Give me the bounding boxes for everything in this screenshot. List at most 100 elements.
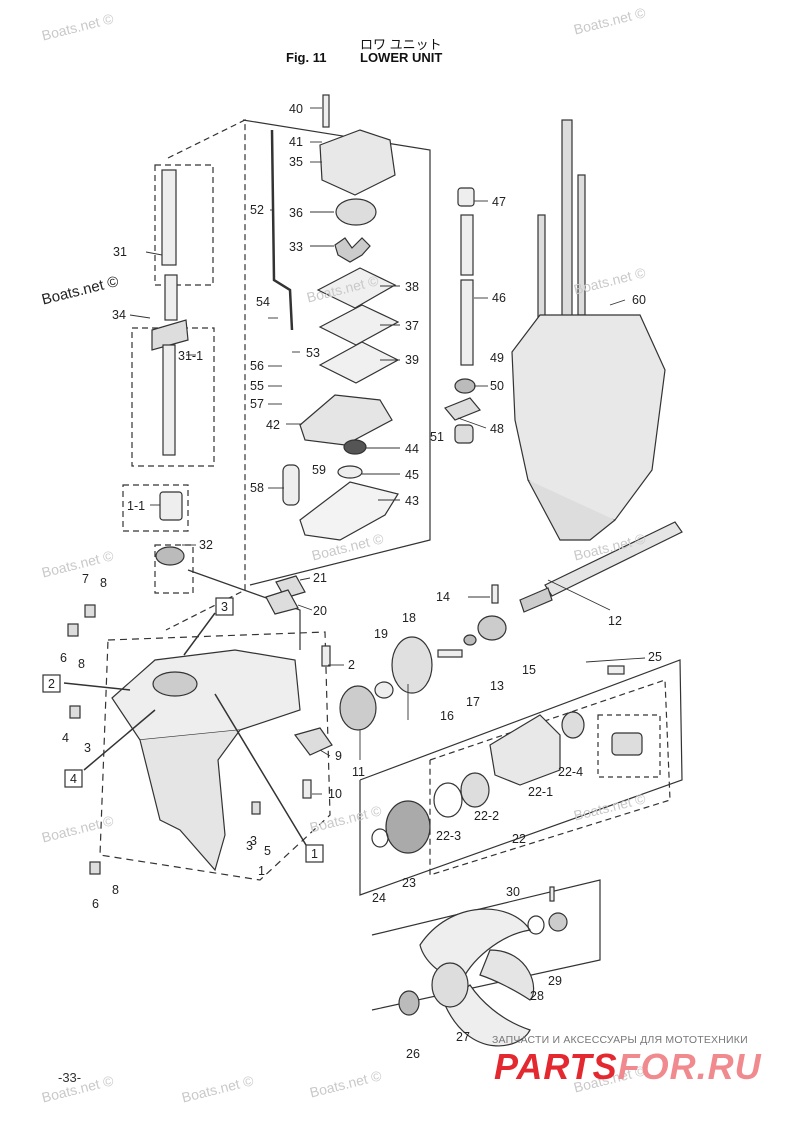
- boxed-callout-4: 4: [70, 772, 77, 786]
- callout-labels: 40 41 35 36 33 52 38 37 39 54 53 56 55 5…: [60, 102, 662, 1061]
- callout-3a: 3: [84, 741, 91, 755]
- callout-12: 12: [608, 614, 622, 628]
- callout-31-1: 31-1: [178, 349, 203, 363]
- callout-45: 45: [405, 468, 419, 482]
- boxed-callouts: 3 2 4 1: [42, 597, 324, 863]
- callout-35: 35: [289, 155, 303, 169]
- callout-6a: 6: [60, 651, 67, 665]
- callout-39: 39: [405, 353, 419, 367]
- callout-9: 9: [335, 749, 342, 763]
- callout-37: 37: [405, 319, 419, 333]
- page-number: -33-: [58, 1070, 82, 1085]
- callout-54: 54: [256, 295, 270, 309]
- water-tube-parts: [444, 187, 481, 444]
- callout-18: 18: [402, 611, 416, 625]
- figure-label: Fig. 11: [286, 50, 327, 65]
- bushing-1-1: [159, 491, 183, 521]
- callout-41: 41: [289, 135, 303, 149]
- callout-46: 46: [492, 291, 506, 305]
- callout-3b: 3: [246, 839, 253, 853]
- callout-51: 51: [430, 430, 444, 444]
- callout-15: 15: [522, 663, 536, 677]
- callout-19: 19: [374, 627, 388, 641]
- callout-29: 29: [548, 974, 562, 988]
- misc-small-parts: [265, 575, 643, 854]
- callout-44: 44: [405, 442, 419, 456]
- callout-8a: 8: [100, 576, 107, 590]
- japanese-title: ロワ ユニット: [360, 37, 442, 52]
- callout-20: 20: [313, 604, 327, 618]
- callout-17: 17: [466, 695, 480, 709]
- gearcase-1: [67, 604, 301, 875]
- callout-22-2: 22-2: [474, 809, 499, 823]
- callout-22-4: 22-4: [558, 765, 583, 779]
- callout-53: 53: [306, 346, 320, 360]
- propeller-27: [398, 886, 568, 1047]
- callout-22: 22: [512, 832, 526, 846]
- callout-27: 27: [456, 1030, 470, 1044]
- callout-56: 56: [250, 359, 264, 373]
- callout-55: 55: [250, 379, 264, 393]
- callout-34: 34: [112, 308, 126, 322]
- callout-50: 50: [490, 379, 504, 393]
- callout-47: 47: [492, 195, 506, 209]
- callout-8b: 8: [78, 657, 85, 671]
- callout-arrows: [63, 612, 307, 846]
- callout-52: 52: [250, 203, 264, 217]
- callout-48: 48: [490, 422, 504, 436]
- boxed-callout-1: 1: [311, 847, 318, 861]
- callout-22-1: 22-1: [528, 785, 553, 799]
- callout-11: 11: [352, 765, 365, 779]
- callout-38: 38: [405, 280, 419, 294]
- callout-14: 14: [436, 590, 450, 604]
- callout-25: 25: [648, 650, 662, 664]
- callout-4: 4: [62, 731, 69, 745]
- callout-30: 30: [506, 885, 520, 899]
- water-pump-parts: [270, 94, 400, 541]
- callout-16: 16: [440, 709, 454, 723]
- callout-43: 43: [405, 494, 419, 508]
- callout-10: 10: [328, 787, 342, 801]
- callout-13: 13: [490, 679, 504, 693]
- callout-22-3: 22-3: [436, 829, 461, 843]
- callout-31: 31: [113, 245, 127, 259]
- callout-26: 26: [406, 1047, 420, 1061]
- callout-23: 23: [402, 876, 416, 890]
- callout-32: 32: [199, 538, 213, 552]
- group-outline-gears: [359, 659, 683, 1011]
- callout-42: 42: [266, 418, 280, 432]
- callout-7: 7: [82, 572, 89, 586]
- callout-33: 33: [289, 240, 303, 254]
- leader-lines: [129, 107, 646, 795]
- callout-24: 24: [372, 891, 386, 905]
- callout-36: 36: [289, 206, 303, 220]
- boxed-callout-2: 2: [48, 677, 55, 691]
- callout-58: 58: [250, 481, 264, 495]
- callout-21: 21: [313, 571, 327, 585]
- callout-8c: 8: [112, 883, 119, 897]
- partsfor-logo: PARTSFOR.RU: [494, 1046, 762, 1087]
- group-outline-gearcase: [99, 631, 331, 881]
- lower-casing-60: [511, 119, 666, 541]
- callout-40: 40: [289, 102, 303, 116]
- propeller-shaft-12: [519, 521, 683, 613]
- callout-57: 57: [250, 397, 264, 411]
- bearing-32: [155, 546, 185, 566]
- callout-5: 5: [264, 844, 271, 858]
- callout-49: 49: [490, 351, 504, 365]
- callout-60: 60: [632, 293, 646, 307]
- callout-6b: 6: [92, 897, 99, 911]
- driveshaft-31: [151, 169, 189, 456]
- callout-59: 59: [312, 463, 326, 477]
- callout-28: 28: [530, 989, 544, 1003]
- callout-3c: 3: [250, 834, 257, 848]
- boxed-callout-3: 3: [221, 600, 228, 614]
- footer-tagline: ЗАПЧАСТИ И АКСЕССУАРЫ ДЛЯ МОТОТЕХНИКИ: [492, 1034, 748, 1046]
- group-outline-upper: [122, 119, 431, 650]
- figure-title: LOWER UNIT: [360, 50, 443, 65]
- callout-2: 2: [348, 658, 355, 672]
- callout-1-1: 1-1: [127, 499, 145, 513]
- callout-1: 1: [258, 864, 265, 878]
